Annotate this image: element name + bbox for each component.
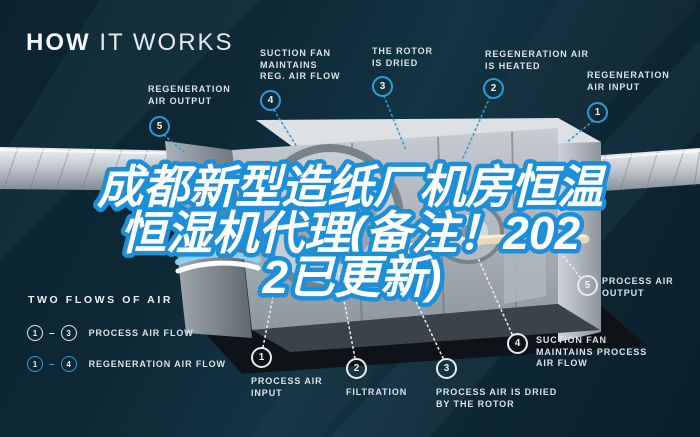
machine-left-panel bbox=[165, 141, 252, 338]
airflow-swoosh-blue bbox=[175, 251, 261, 265]
callout-circle-regen-5: 5 bbox=[149, 116, 170, 137]
label-regeneration-air-output: REGENERATION AIR OUTPUT bbox=[148, 84, 231, 106]
legend-label-process-air-flow: PROCESS AIR FLOW bbox=[88, 328, 194, 338]
callout-circle-process-3: 3 bbox=[436, 358, 457, 379]
cream-duct-highlight bbox=[396, 233, 587, 249]
title-light-part: IT WORKS bbox=[99, 29, 234, 56]
legend-circle-regen-from: 1 bbox=[27, 356, 43, 372]
watermark-line-3: 2已更新) bbox=[262, 251, 442, 303]
label-process-air-output: PROCESS AIR OUTPUT bbox=[602, 276, 674, 298]
title-bold-part: HOW bbox=[26, 29, 91, 56]
legend-row-process: 1 – 3 PROCESS AIR FLOW bbox=[27, 325, 194, 341]
legend-row-regeneration: 1 – 4 REGENERATION AIR FLOW bbox=[27, 356, 226, 372]
process-leader-lines bbox=[262, 246, 581, 359]
callout-circle-regen-3: 3 bbox=[372, 76, 393, 97]
watermark-line-1: 成都新型造纸厂机房恒温 bbox=[97, 161, 607, 213]
watermark-line-2: 恒湿机代理(备注！202 bbox=[120, 207, 580, 259]
callout-circle-regen-1: 1 bbox=[587, 102, 608, 123]
label-regeneration-air-input: REGENERATION AIR INPUT bbox=[587, 70, 670, 92]
label-regeneration-air-is-heated: REGENERATION AIR IS HEATED bbox=[485, 49, 589, 71]
label-process-air-input: PROCESS AIR INPUT bbox=[251, 376, 323, 398]
callout-circle-process-5: 5 bbox=[577, 275, 598, 296]
legend-dash: – bbox=[49, 327, 55, 339]
legend-label-regeneration-air-flow: REGENERATION AIR FLOW bbox=[88, 359, 226, 369]
legend-circle-process-to: 3 bbox=[60, 325, 77, 341]
legend-title: TWO FLOWS OF AIR bbox=[28, 294, 174, 306]
callout-circle-process-1: 1 bbox=[251, 347, 272, 368]
label-filtration: FILTRATION bbox=[346, 387, 408, 397]
airflow-swoosh-white bbox=[175, 260, 261, 274]
label-suction-fan-reg-air-flow: SUCTION FAN MAINTAINS REG. AIR FLOW bbox=[260, 48, 341, 82]
desiccant-rotor bbox=[256, 144, 404, 292]
machine-body bbox=[165, 118, 646, 374]
label-process-air-dried-by-rotor: PROCESS AIR IS DRIED BY THE ROTOR bbox=[436, 387, 558, 409]
legend-circle-regen-to: 4 bbox=[60, 356, 77, 372]
label-suction-fan-process-air-flow: SUCTION FAN MAINTAINS PROCESS AIR FLOW bbox=[536, 335, 648, 369]
interior-floor bbox=[252, 304, 600, 352]
callout-circle-regen-4: 4 bbox=[260, 90, 281, 111]
page-title: HOW IT WORKS bbox=[26, 29, 234, 57]
callout-circle-process-2: 2 bbox=[346, 358, 367, 379]
callout-circle-process-4: 4 bbox=[507, 333, 528, 354]
bg-streak bbox=[0, 0, 260, 260]
cream-duct bbox=[393, 233, 590, 255]
legend-dash: – bbox=[49, 358, 55, 370]
callout-circle-regen-2: 2 bbox=[483, 78, 504, 99]
label-the-rotor-is-dried: THE ROTOR IS DRIED bbox=[372, 46, 433, 68]
mesh-panel bbox=[504, 231, 546, 304]
regen-leader-lines bbox=[163, 95, 594, 159]
legend-circle-process-from: 1 bbox=[27, 325, 43, 341]
